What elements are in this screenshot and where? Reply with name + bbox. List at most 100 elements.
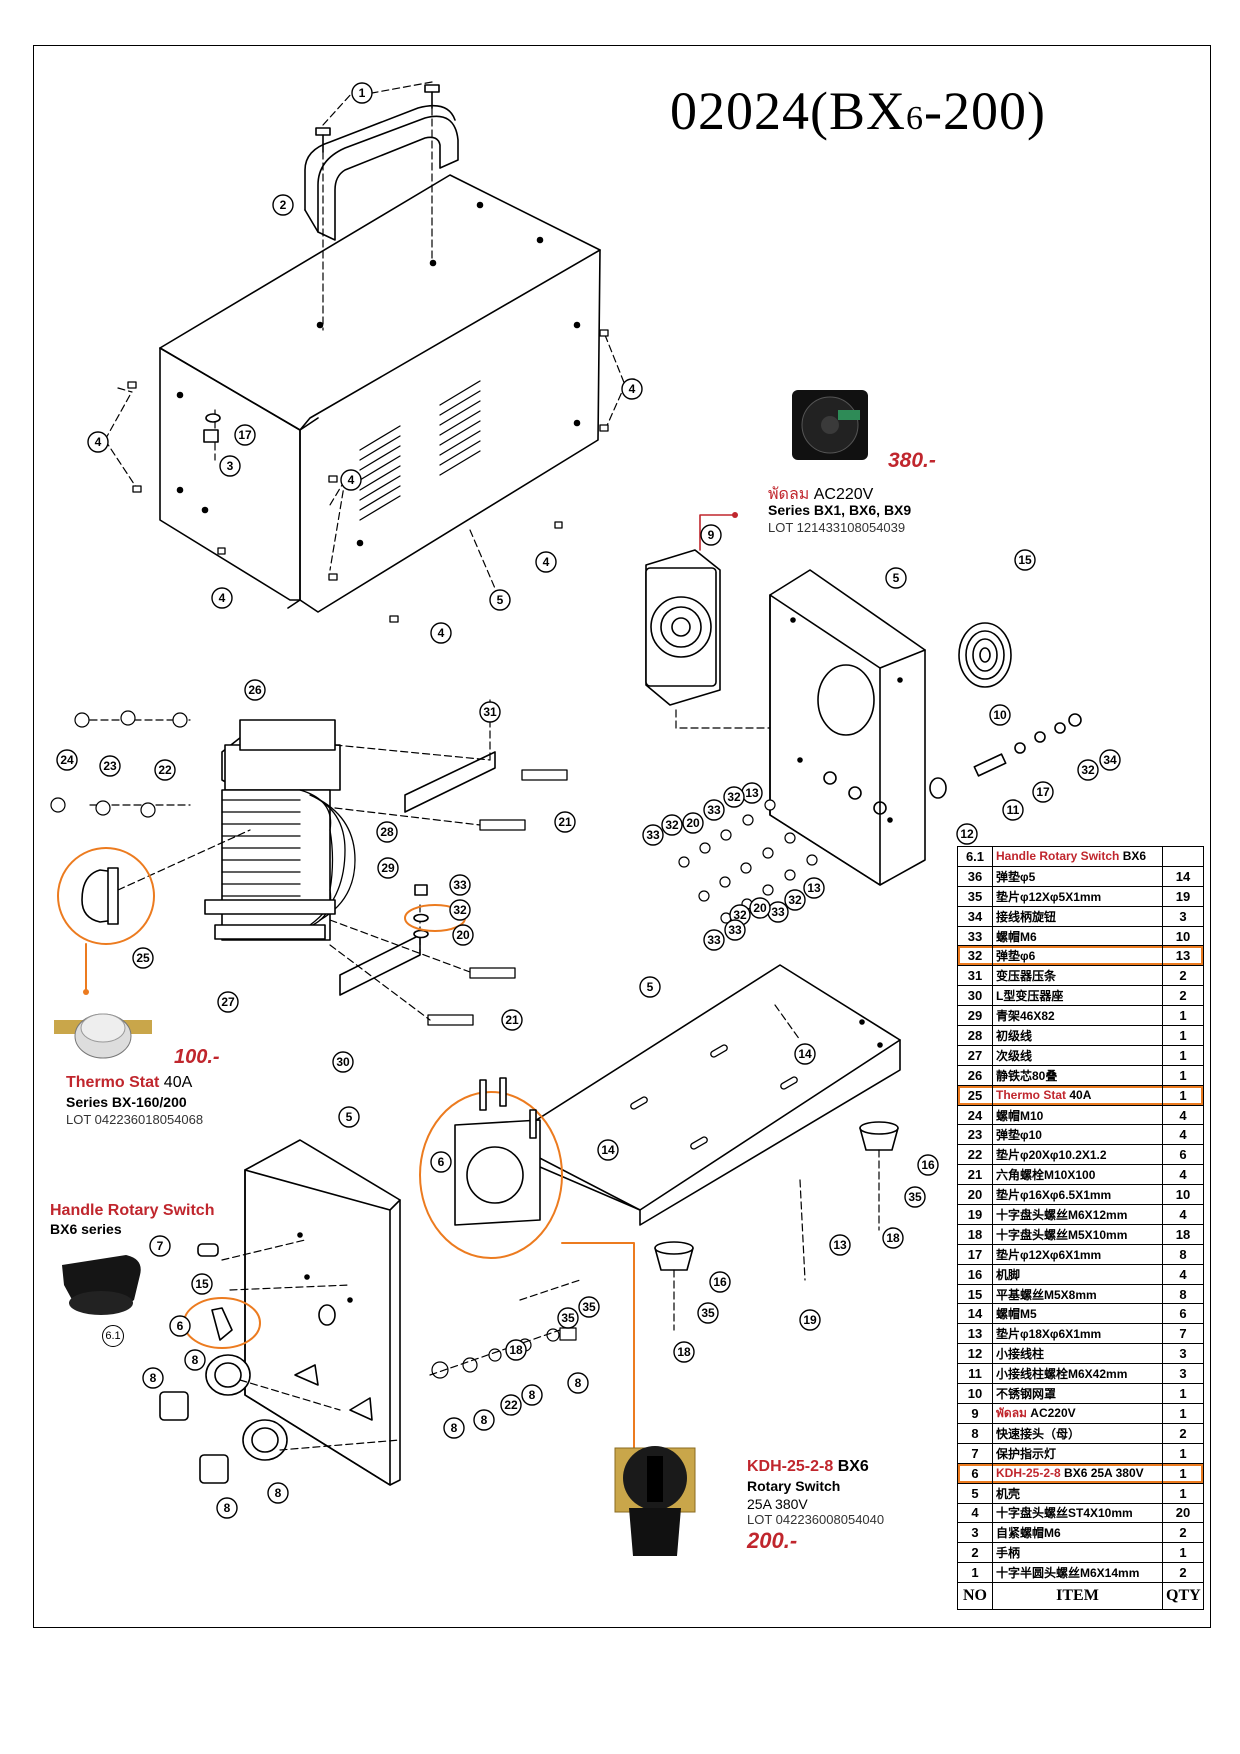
callout: 35 bbox=[904, 1186, 926, 1208]
callout: 32 bbox=[661, 814, 683, 836]
svg-text:20: 20 bbox=[456, 928, 470, 942]
svg-text:7: 7 bbox=[157, 1239, 164, 1253]
part-name: 小接线柱 bbox=[992, 1343, 1163, 1365]
part-number: 14 bbox=[957, 1303, 993, 1325]
svg-text:4: 4 bbox=[543, 555, 550, 569]
svg-text:8: 8 bbox=[192, 1353, 199, 1367]
svg-text:5: 5 bbox=[647, 980, 654, 994]
part-qty: 2 bbox=[1162, 1422, 1204, 1444]
part-number: 20 bbox=[957, 1184, 993, 1206]
part-qty: 1 bbox=[1162, 1462, 1204, 1484]
part-number: 15 bbox=[957, 1283, 993, 1305]
callout: 3 bbox=[219, 455, 241, 477]
svg-text:12: 12 bbox=[960, 827, 974, 841]
part-name: 机脚 bbox=[992, 1263, 1163, 1285]
header-item: ITEM bbox=[992, 1582, 1163, 1611]
svg-text:14: 14 bbox=[798, 1047, 812, 1061]
callout: 8 bbox=[443, 1417, 465, 1439]
part-name: 六角螺栓M10X100 bbox=[992, 1164, 1163, 1186]
svg-text:4: 4 bbox=[629, 382, 636, 396]
part-number: 34 bbox=[957, 905, 993, 927]
part-number: 30 bbox=[957, 985, 993, 1007]
part-name: 初级线 bbox=[992, 1025, 1163, 1046]
callout: 21 bbox=[554, 811, 576, 833]
part-qty: 1 bbox=[1162, 1402, 1204, 1424]
svg-text:4: 4 bbox=[438, 626, 445, 640]
svg-text:22: 22 bbox=[158, 763, 172, 777]
part-qty: 1 bbox=[1162, 1064, 1204, 1086]
part-name: พัดลม AC220V bbox=[992, 1402, 1163, 1424]
svg-text:32: 32 bbox=[788, 893, 802, 907]
svg-text:14: 14 bbox=[601, 1143, 615, 1157]
svg-text:30: 30 bbox=[336, 1055, 350, 1069]
part-name: 平基螺丝M5X8mm bbox=[992, 1283, 1163, 1305]
part-name: 垫片φ12Xφ6X1mm bbox=[992, 1243, 1163, 1265]
callout: 26 bbox=[244, 679, 266, 701]
part-name: 弹垫φ10 bbox=[992, 1124, 1163, 1146]
part-number: 11 bbox=[957, 1363, 993, 1385]
svg-text:10: 10 bbox=[993, 708, 1007, 722]
rotary-switch-lot: LOT 042236008054040 bbox=[747, 1512, 885, 1527]
rotary-switch-price: 200.- bbox=[747, 1528, 798, 1553]
fan-lot: LOT 121433108054039 bbox=[768, 520, 906, 535]
housing-top bbox=[104, 81, 626, 623]
svg-text:8: 8 bbox=[481, 1413, 488, 1427]
part-name: 弹垫φ5 bbox=[992, 865, 1163, 887]
callout: 20 bbox=[749, 897, 771, 919]
part-number: 32 bbox=[957, 945, 993, 967]
part-name: 垫片φ16Xφ6.5X1mm bbox=[992, 1184, 1163, 1206]
part-qty: 4 bbox=[1162, 1104, 1204, 1126]
part-number: 21 bbox=[957, 1164, 993, 1186]
svg-text:11: 11 bbox=[1007, 803, 1020, 817]
callout: 33 bbox=[703, 929, 725, 951]
callout: 14 bbox=[794, 1043, 816, 1065]
fan-name-thai: พัดลม bbox=[768, 486, 810, 503]
part-number: 2 bbox=[957, 1542, 993, 1564]
svg-text:31: 31 bbox=[483, 705, 497, 719]
part-qty: 1 bbox=[1162, 1084, 1204, 1106]
base-plate bbox=[504, 964, 901, 1331]
callout: 16 bbox=[917, 1154, 939, 1176]
callout: 5 bbox=[885, 567, 907, 589]
svg-text:17: 17 bbox=[238, 428, 252, 442]
callout: 23 bbox=[99, 755, 121, 777]
callout: 28 bbox=[376, 821, 398, 843]
svg-text:24: 24 bbox=[60, 753, 74, 767]
callout: 17 bbox=[1032, 781, 1054, 803]
part-qty: 1 bbox=[1162, 1482, 1204, 1504]
part-name: Thermo Stat 40A bbox=[992, 1084, 1163, 1106]
callout: 4 bbox=[621, 378, 643, 400]
callout: 8 bbox=[216, 1497, 238, 1519]
part-name: 十字盘头螺丝ST4X10mm bbox=[992, 1502, 1163, 1524]
part-name: 十字盘头螺丝M6X12mm bbox=[992, 1204, 1163, 1225]
part-number: 23 bbox=[957, 1124, 993, 1146]
callout: 12 bbox=[956, 823, 978, 845]
svg-text:32: 32 bbox=[453, 903, 467, 917]
part-number: 26 bbox=[957, 1064, 993, 1086]
part-number: 17 bbox=[957, 1243, 993, 1265]
part-number: 6.1 bbox=[957, 846, 993, 867]
callout: 8 bbox=[184, 1349, 206, 1371]
header-no: NO bbox=[957, 1582, 993, 1611]
callout: 34 bbox=[1099, 749, 1121, 771]
callout: 35 bbox=[697, 1302, 719, 1324]
callout: 10 bbox=[989, 704, 1011, 726]
part-name: 螺帽M10 bbox=[992, 1104, 1163, 1126]
